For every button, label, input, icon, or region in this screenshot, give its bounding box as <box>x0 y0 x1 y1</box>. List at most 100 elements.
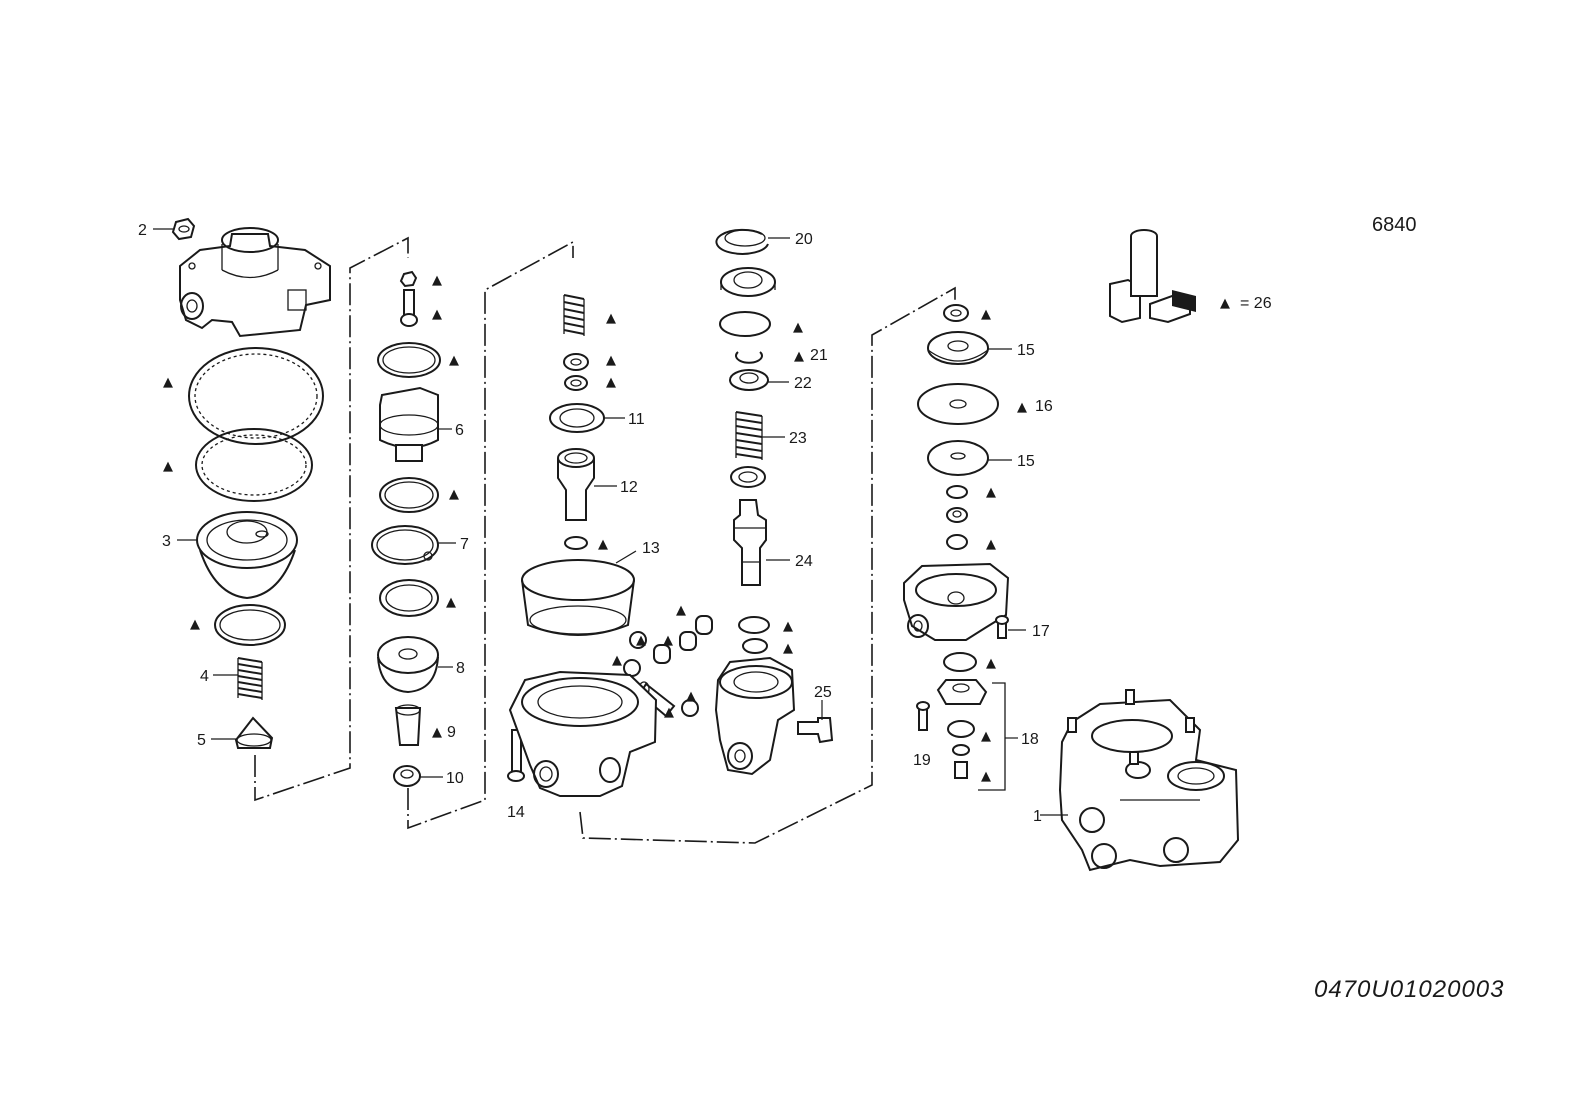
valve-disc-col4[interactable] <box>720 267 776 297</box>
part-1-complete-valve[interactable] <box>1058 689 1240 872</box>
washer-col5-a[interactable] <box>946 485 968 499</box>
kit-marker: ▲ <box>163 459 173 474</box>
washer-col5-b[interactable] <box>946 534 968 550</box>
kit-marker: ▲ <box>686 689 696 704</box>
part-8-valve-piston[interactable] <box>377 636 439 694</box>
seal-rings-diagonal[interactable] <box>623 615 713 717</box>
kit-marker: ▲ <box>981 769 991 784</box>
kit-marker: ▲ <box>986 656 996 671</box>
o-ring-col4-b[interactable] <box>738 616 770 634</box>
callout-8: 8 <box>456 660 465 677</box>
group-number: 6840 <box>1372 214 1417 236</box>
part-14-bolt[interactable] <box>507 729 525 782</box>
callout-15-top: 15 <box>1017 342 1035 359</box>
kit-marker: ▲ <box>432 273 442 288</box>
part-22-seat[interactable] <box>729 369 769 391</box>
part-21-snap-ring[interactable] <box>735 351 763 364</box>
part-20-circlip[interactable] <box>715 228 769 255</box>
nut-col5[interactable] <box>946 507 968 523</box>
small-nut-col2[interactable] <box>399 270 418 288</box>
kit-legend-text: = 26 <box>1240 295 1272 312</box>
kit-marker: ▲ <box>664 705 674 720</box>
callout-15-bottom: 15 <box>1017 453 1035 470</box>
kit-marker: ▲ <box>986 485 996 500</box>
kit-marker: ▲ <box>663 633 673 648</box>
drawing-number: 0470U01020003 <box>1314 976 1505 1003</box>
kit-marker: ▲ <box>606 311 616 326</box>
o-ring-col4-c[interactable] <box>742 638 768 654</box>
part-11-seal-ring[interactable] <box>549 403 605 433</box>
part-cover-housing[interactable] <box>179 227 331 338</box>
gasket-ring-large-1[interactable] <box>188 347 324 445</box>
kit-marker: ▲ <box>432 307 442 322</box>
kit-marker: ▲ <box>981 729 991 744</box>
part-2-nut[interactable] <box>171 217 196 241</box>
callout-22: 22 <box>794 375 812 392</box>
callout-7: 7 <box>460 536 469 553</box>
part-10-seal[interactable] <box>393 765 421 787</box>
kit-marker-16: ▲ <box>1017 400 1027 415</box>
part-12-piston[interactable] <box>557 448 595 521</box>
o-ring-col2-a[interactable] <box>377 342 441 378</box>
part-18-valve-kit[interactable] <box>936 679 988 779</box>
part-3-diaphragm-piston[interactable] <box>196 511 298 600</box>
part-4-spring[interactable] <box>237 657 263 700</box>
kit-legend-symbol: ▲ <box>1220 296 1230 311</box>
part-15-plate-bottom[interactable] <box>927 440 989 476</box>
o-ring-col5[interactable] <box>943 652 977 672</box>
part-7-retaining-ring[interactable] <box>371 525 439 565</box>
callout-4: 4 <box>200 668 209 685</box>
callout-23: 23 <box>789 430 807 447</box>
callout-19: 19 <box>913 752 931 769</box>
part-16-diaphragm-disc[interactable] <box>917 383 999 425</box>
small-o-ring-col3[interactable] <box>564 536 588 550</box>
callout-12: 12 <box>620 479 638 496</box>
kit-marker: ▲ <box>783 619 793 634</box>
cover-col5[interactable] <box>903 562 1010 641</box>
part-9-sleeve[interactable] <box>394 704 422 746</box>
part-25-bolt[interactable] <box>797 717 834 744</box>
screw-col2[interactable] <box>400 289 418 327</box>
kit-marker: ▲ <box>636 633 646 648</box>
kit-marker-21: ▲ <box>794 349 804 364</box>
callout-18: 18 <box>1021 731 1039 748</box>
spring-col3[interactable] <box>563 294 585 336</box>
callout-10: 10 <box>446 770 464 787</box>
callout-17: 17 <box>1032 623 1050 640</box>
callout-13: 13 <box>642 540 660 557</box>
callout-11: 11 <box>628 411 645 428</box>
callout-2: 2 <box>138 222 147 239</box>
kit-marker: ▲ <box>190 617 200 632</box>
o-ring-col1[interactable] <box>214 604 286 646</box>
gasket-ring-large-2[interactable] <box>195 428 313 502</box>
part-13-diaphragm[interactable] <box>521 559 635 636</box>
part-19-screw[interactable] <box>916 701 930 731</box>
repair-kit-icon <box>1109 229 1196 324</box>
callout-9: 9 <box>447 724 456 741</box>
part-6-valve-body[interactable] <box>379 386 439 462</box>
part-5-valve-cone[interactable] <box>234 716 274 749</box>
washer-col4[interactable] <box>730 466 766 488</box>
kit-marker: ▲ <box>449 353 459 368</box>
relay-housing-col4[interactable] <box>714 656 796 776</box>
callout-5: 5 <box>197 732 206 749</box>
valve-housing-main[interactable] <box>508 670 658 797</box>
washer-col3-a[interactable] <box>563 353 589 371</box>
callout-25: 25 <box>814 684 832 701</box>
part-23-spring[interactable] <box>735 411 763 460</box>
part-15-plate-top[interactable] <box>927 331 989 365</box>
callout-21: 21 <box>810 347 828 364</box>
washer-col3-b[interactable] <box>564 375 588 391</box>
kit-markers: ▲ ▲ ▲ ▲ ▲ ▲ ▲ ▲ ▲ ▲ ▲ ▲ ▲ ▲ ▲ ▲ ▲ ▲ ▲ ▲ … <box>163 273 1027 784</box>
part-17-screw[interactable] <box>995 615 1009 639</box>
callout-24: 24 <box>795 553 813 570</box>
part-24-plunger[interactable] <box>733 499 767 586</box>
o-ring-col2-c[interactable] <box>379 579 439 617</box>
kit-marker: ▲ <box>793 320 803 335</box>
o-ring-col4-a[interactable] <box>719 311 771 337</box>
callout-6: 6 <box>455 422 464 439</box>
kit-marker: ▲ <box>163 375 173 390</box>
washer-col5-top[interactable] <box>943 304 969 322</box>
o-ring-col2-b[interactable] <box>379 477 439 513</box>
